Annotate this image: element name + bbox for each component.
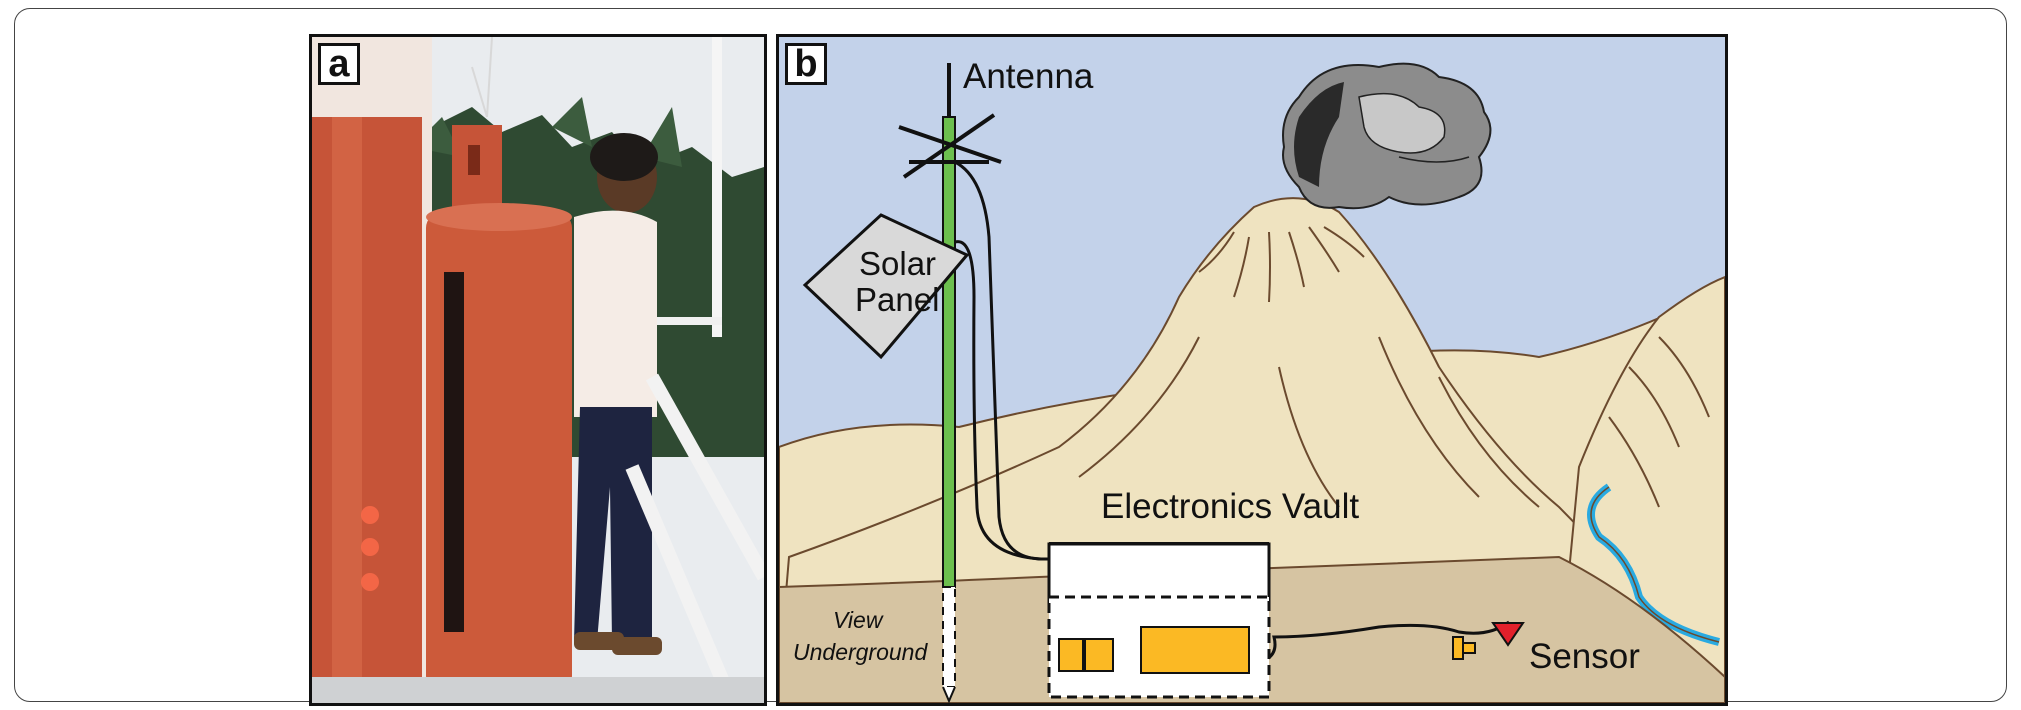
monitoring-diagram xyxy=(779,37,1725,703)
sensor-device xyxy=(1452,636,1464,660)
glow-lights xyxy=(361,506,379,591)
electronics-vault-top xyxy=(1047,542,1271,606)
battery-1 xyxy=(1058,638,1084,672)
panel-b-label: b xyxy=(785,43,827,85)
volcano xyxy=(779,197,1725,678)
antenna-label: Antenna xyxy=(963,57,1094,96)
electronics-box xyxy=(1140,626,1250,674)
antenna-mast xyxy=(942,116,956,588)
right-hill xyxy=(1557,275,1725,678)
buried-pole xyxy=(942,586,956,688)
orange-canister-left xyxy=(312,117,422,703)
view-underground-label-line2: Underground xyxy=(793,639,928,665)
platform xyxy=(312,677,764,703)
panel-b-diagram: b Antenna Solar Panel Electronics Vault … xyxy=(776,34,1728,706)
sensor-marker xyxy=(1491,622,1525,647)
sensor-label: Sensor xyxy=(1529,637,1640,676)
view-underground-label-line1: View xyxy=(833,607,883,633)
railing xyxy=(625,373,764,703)
photo-illustration xyxy=(312,37,764,703)
orange-canister-sensor xyxy=(426,125,572,692)
solar-panel-label-line1: Solar xyxy=(859,245,937,282)
battery-2 xyxy=(1084,638,1114,672)
electronics-vault-label: Electronics Vault xyxy=(1101,487,1360,526)
panel-a-photo: a xyxy=(309,34,767,706)
solar-panel xyxy=(802,213,970,360)
person xyxy=(574,133,662,655)
volcano-ridges xyxy=(1078,226,1540,508)
frame-pole xyxy=(712,37,722,337)
antenna-crossbar xyxy=(898,113,1002,179)
panel-a-label: a xyxy=(318,43,360,85)
solar-panel-label-line2: Panel xyxy=(855,281,940,318)
ash-plume xyxy=(1282,62,1492,210)
